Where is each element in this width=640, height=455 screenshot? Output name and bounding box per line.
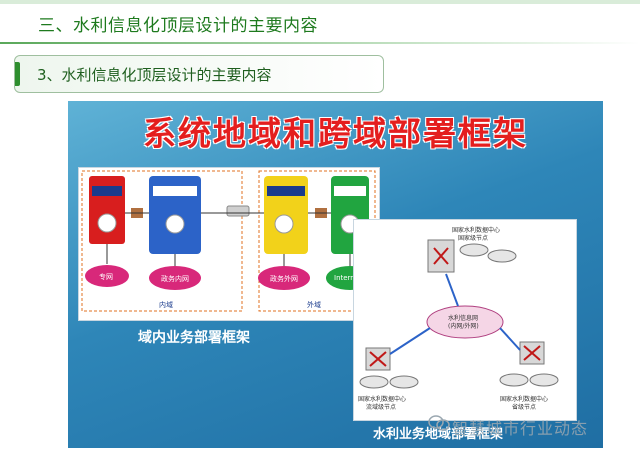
slide-figure: 系统地域和跨域部署框架 — [68, 101, 603, 448]
arrow-left — [389, 327, 431, 355]
inner-domain-frame — [81, 170, 243, 312]
cloud-gov-internal — [149, 266, 201, 290]
heading-underline — [0, 42, 640, 44]
subheading-accent-bar — [15, 62, 20, 86]
subheading-box: 3、水利信息化顶层设计的主要内容 — [14, 55, 384, 93]
regional-deployment-svg — [359, 239, 559, 389]
watermark-text: 智慧城市行业动态 — [452, 419, 589, 438]
section-heading: 三、水利信息化顶层设计的主要内容 — [38, 16, 318, 36]
left-caption: 域内业务部署框架 — [138, 330, 250, 346]
top-node-label: 国家水利数据中心 — [452, 227, 501, 234]
subheading-title: 3、水利信息化顶层设计的主要内容 — [37, 66, 272, 84]
br-switch-mark — [523, 345, 541, 361]
cloud-label-gov-external: 政务外网 — [270, 275, 298, 283]
top-switch-mark — [433, 247, 449, 265]
top-rule — [0, 0, 640, 4]
domain-deployment-diagram: 专网 政务内网 政务外网 Internet 内域 外域 — [78, 167, 380, 321]
bl-node-sub: 流域级节点 — [366, 404, 397, 411]
inner-domain-label: 内域 — [159, 301, 173, 309]
domain-deployment-svg — [81, 170, 376, 312]
bl-db-1 — [359, 375, 389, 389]
arrow-top — [445, 273, 459, 307]
cloud-secret — [85, 265, 129, 287]
bl-switch-mark — [369, 351, 387, 367]
external-db — [274, 214, 294, 234]
internal-db — [165, 214, 185, 234]
top-node-sub: 国家级节点 — [458, 235, 489, 242]
br-db-1 — [499, 373, 529, 387]
isolation-gate-2 — [226, 205, 250, 217]
cloud-gov-external — [258, 266, 310, 290]
slide-title: 系统地域和跨域部署框架 — [143, 114, 528, 153]
center-cloud-label: 水利信息网 — [448, 315, 479, 322]
br-node-label: 国家水利数据中心 — [500, 396, 549, 403]
br-node-sub: 省级节点 — [512, 404, 537, 411]
top-db-1 — [459, 243, 489, 257]
center-cloud-sub: (内网/外网) — [448, 323, 479, 330]
regional-deployment-diagram: 国家水利数据中心 国家级节点 水利信息网 (内网/外网) 国家水利数据中心 流域… — [353, 219, 577, 421]
secret-db — [97, 213, 117, 233]
cloud-label-internet: Internet — [334, 274, 362, 282]
secret-server — [92, 186, 122, 196]
br-db-2 — [529, 373, 559, 387]
top-db-2 — [487, 249, 517, 263]
internet-server — [334, 186, 366, 196]
bl-db-2 — [389, 375, 419, 389]
wechat-icon — [428, 415, 450, 431]
cloud-label-gov-internal: 政务内网 — [161, 275, 189, 283]
cloud-label-secret: 专网 — [99, 273, 113, 281]
bl-node-label: 国家水利数据中心 — [358, 396, 407, 403]
internal-server — [153, 186, 197, 196]
center-cloud — [426, 305, 504, 339]
external-server — [267, 186, 305, 196]
right-caption: 水利业务地域部署框架 — [373, 427, 504, 442]
outer-domain-label: 外域 — [307, 301, 321, 309]
arrow-right — [499, 327, 521, 351]
